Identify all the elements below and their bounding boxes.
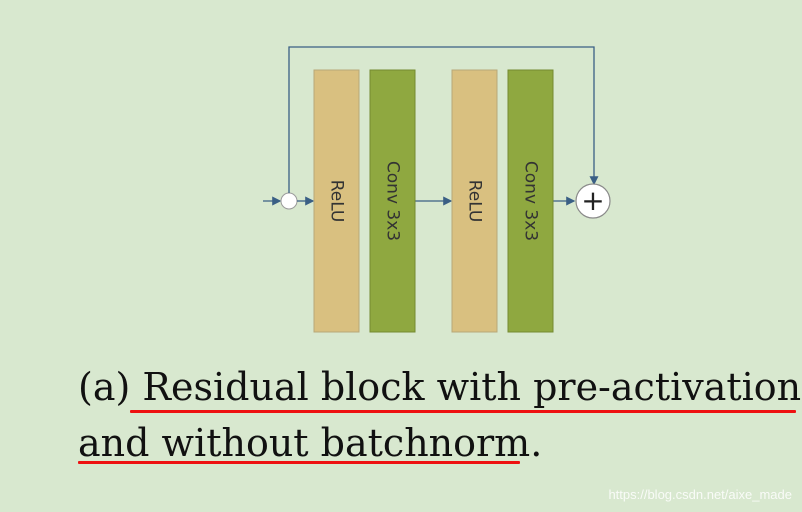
block-relu-1: ReLU <box>313 69 360 333</box>
block-label: Conv 3x3 <box>521 161 541 241</box>
add-node: + <box>575 183 611 219</box>
red-underline <box>130 410 796 413</box>
block-label: ReLU <box>327 180 347 223</box>
residual-block-diagram: ReLU Conv 3x3 ReLU Conv 3x3 + <box>263 46 611 333</box>
caption-prefix: (a) <box>78 365 131 409</box>
add-symbol: + <box>581 184 604 217</box>
red-underline <box>78 461 520 464</box>
split-node <box>280 192 298 210</box>
block-label: Conv 3x3 <box>383 161 403 241</box>
skip-connection <box>288 46 599 193</box>
block-rect <box>369 69 416 333</box>
caption-line-2: and without batchnorm. <box>78 421 543 465</box>
block-rect <box>451 69 498 333</box>
block-relu-2: ReLU <box>451 69 498 333</box>
block-conv-2: Conv 3x3 <box>507 69 554 333</box>
block-rect <box>313 69 360 333</box>
caption-title: Residual block with pre-activation <box>130 365 802 409</box>
caption-line-1: (a) Residual block with pre-activation <box>78 368 801 406</box>
block-label: ReLU <box>465 180 485 223</box>
add-node-circle <box>575 183 611 219</box>
block-rect <box>507 69 554 333</box>
watermark: https://blog.csdn.net/aixe_made <box>608 487 792 502</box>
block-conv-1: Conv 3x3 <box>369 69 416 333</box>
